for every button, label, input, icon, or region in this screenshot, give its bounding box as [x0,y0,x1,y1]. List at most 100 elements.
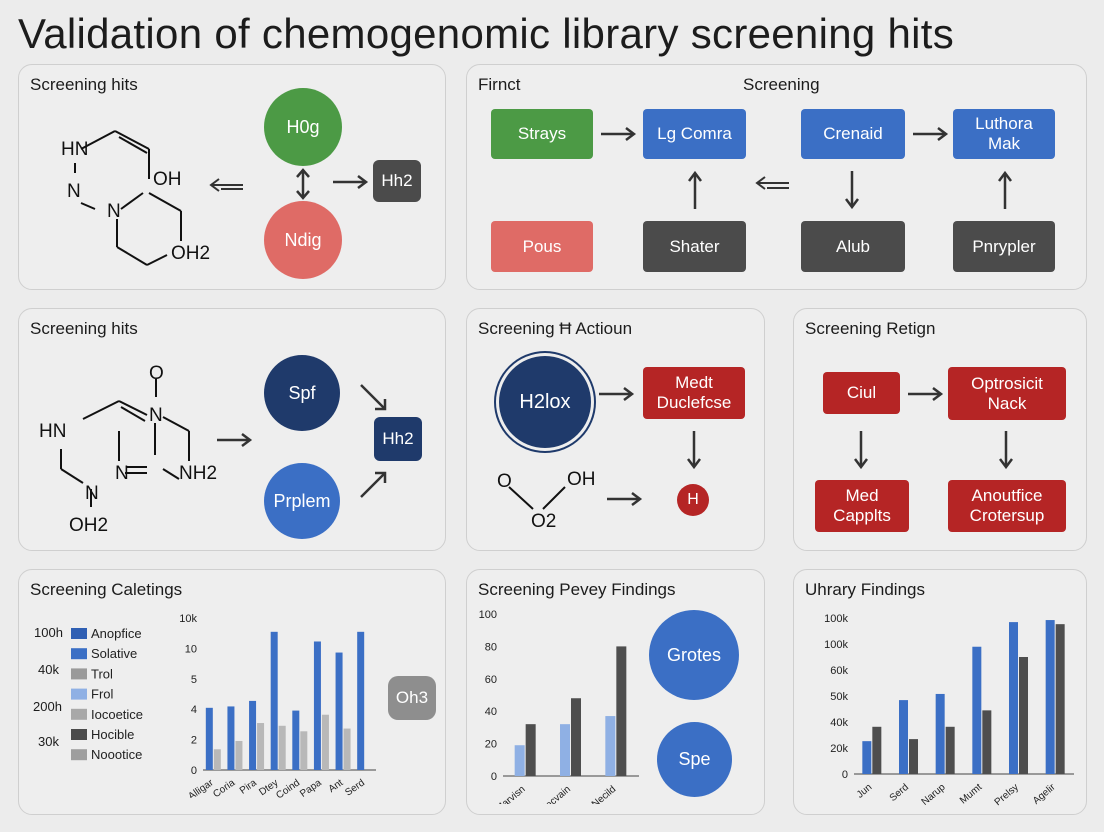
y-tick-label: 50k [830,691,848,703]
circle-node: H0g [264,88,342,166]
panel-title: Screening hits [30,75,138,94]
atom-label: N [85,483,99,504]
bar [1045,620,1055,774]
action-box: Medt Duclefcse [643,367,745,419]
legend-label: Frol [91,687,114,702]
arrow-diagonal-down-icon [360,384,387,411]
arrow-left-icon [755,176,789,190]
y-tick-label: 60 [485,674,497,686]
circle-node: Spe [657,722,732,797]
bar [862,741,872,774]
flow-box-pnrypler: Pnrypler [953,221,1055,272]
retign-box-anoutfice: Anoutfice Crotersup [948,480,1066,532]
legend-swatch [71,729,87,740]
atom-label: OH [153,169,182,190]
circle-node: Grotes [649,610,739,700]
bar [872,726,882,774]
bar [935,693,945,774]
y-tick-label: 60k [830,665,848,677]
bar [300,731,308,770]
legend-swatch [71,749,87,761]
y-tick-label: 0 [191,765,197,777]
arrow-diagonal-up-icon [360,471,387,498]
legend-swatch [71,648,87,660]
arrow-right-icon [607,492,643,506]
panel-title: Screening Pevey Findings [478,580,676,599]
bar [605,716,616,776]
panel-screening-retign: Screening Retign Ciul Optrosicit Nack Me… [793,308,1087,551]
bar [335,652,343,770]
retign-box-optrosicit: Optrosicit Nack [948,367,1066,420]
bar [321,714,329,770]
y-tick-label: 10k [179,613,197,625]
legend-value: 30k [38,734,59,749]
y-tick-label: 20 [485,739,497,751]
bar [514,745,525,776]
molecule-diagram: HN N N OH OH2 [61,130,210,266]
x-tick-label: Necild [590,784,618,804]
y-tick-label: 100k [824,639,848,651]
bar [1055,624,1065,774]
bar-chart: 100806040200Milem MarvisnNecvainNecild [473,609,639,804]
bar [1019,657,1028,774]
x-tick-label: Ant [327,777,346,795]
bar [525,724,536,776]
atom-label: N [67,181,81,202]
atom-label: O [149,363,164,384]
legend-label: Anopfice [91,627,142,641]
y-tick-label: 5 [191,674,197,686]
bar [213,749,221,770]
legend-swatch [71,708,87,720]
panel-screening-caletings: Screening Caletings 100h 40k 200h 30k An… [18,569,446,815]
legend-label: Noootice [91,747,142,762]
atom-label: N [115,463,129,484]
circle-node: Prplem [264,463,340,539]
atom-label: NH2 [179,463,217,484]
bar [343,728,351,770]
y-tick-label: 4 [191,704,197,716]
x-tick-label: Jun [855,782,874,801]
bar [292,710,300,770]
bar [972,646,982,774]
bar [982,710,992,774]
bar [313,641,321,770]
legend-label: Trol [91,666,113,681]
y-tick-label: 0 [491,771,497,783]
panel-label-left: Firnct [478,75,521,94]
bar [278,725,286,770]
flow-box-luthora: Luthora Mak [953,109,1055,159]
bar [616,646,627,776]
y-tick-label: 100k [824,613,848,625]
circle-node: Spf [264,355,340,431]
panel-screening-action: Screening Ħ Actioun H2lox Medt Duclefcse… [466,308,765,551]
x-tick-label: Mumt [958,782,984,807]
y-tick-label: 40k [830,717,848,729]
chart-legend: AnopficeSolativeTrolFrolIocoeticeHocible… [71,627,143,762]
x-tick-label: Narup [920,782,948,808]
atom-label: HN [61,139,88,160]
bar [249,700,257,770]
panel-title: Screening Retign [805,319,936,338]
arrow-updown-icon [296,168,310,200]
x-tick-label: Prelsy [993,782,1021,808]
legend-label: Solative [91,646,137,661]
legend-label: Hocible [91,727,134,742]
atom-label: OH [567,469,596,490]
flow-box-shater: Shater [643,221,746,272]
legend-value: 200h [33,699,62,714]
bar [227,706,235,770]
arrow-down-icon [845,171,859,210]
panel-title: Screening Caletings [30,580,183,599]
arrow-up-icon [998,170,1012,209]
arrow-down-icon [687,431,701,470]
y-tick-label: 80 [485,641,497,653]
result-box: Hh2 [373,160,421,202]
bar [1009,622,1018,774]
y-tick-label: 0 [842,769,848,781]
bar [270,631,278,770]
flow-box-lg-comra: Lg Comra [643,109,746,159]
x-tick-label: Papa [298,777,324,798]
legend-swatch [71,628,87,639]
